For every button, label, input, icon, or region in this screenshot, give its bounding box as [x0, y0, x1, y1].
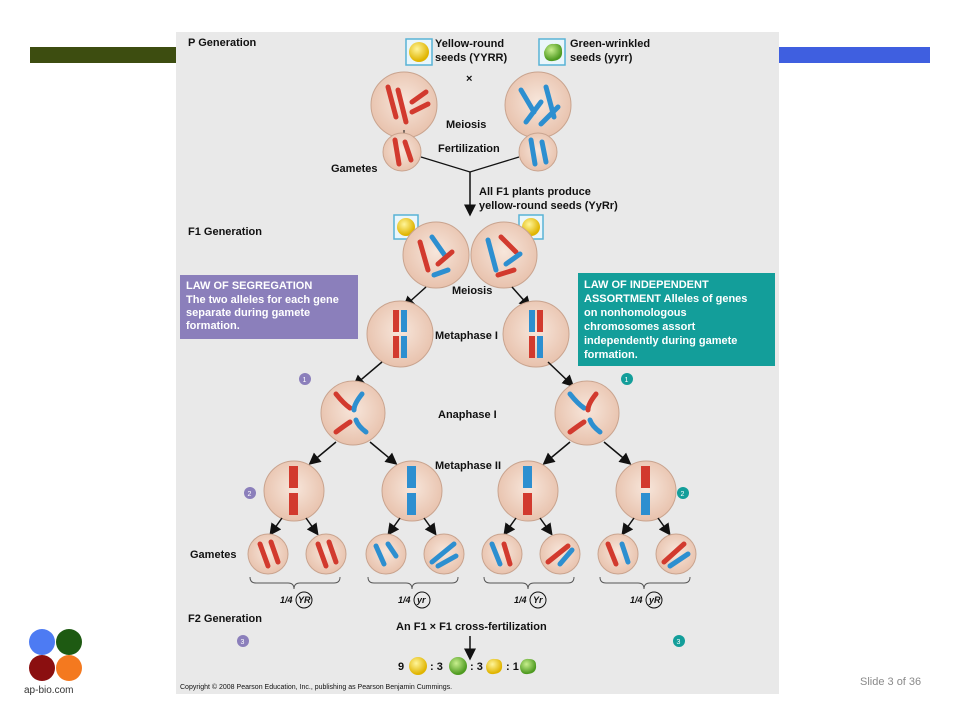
svg-text:2: 2: [248, 491, 252, 498]
independent-line-2: ASSORTMENT Alleles of genes: [584, 293, 747, 305]
independent-line-5: independently during gamete: [584, 335, 737, 347]
green-wrinkled-genotype: seeds (yyrr): [570, 52, 633, 64]
svg-text:9: 9: [398, 661, 404, 673]
metaphase1-label: Metaphase I: [435, 330, 498, 342]
svg-text:1/4: 1/4: [514, 595, 527, 605]
phenotype-ratio: 9 : 3 : 3 : 1: [398, 657, 537, 675]
f1-cell-right: [470, 221, 538, 289]
slide-counter: Slide 3 of 36: [860, 676, 922, 688]
gamete-fraction-3: 1/4 Yr: [483, 576, 575, 609]
svg-text:: 3: : 3: [430, 661, 443, 673]
step-1-right: 1: [621, 373, 633, 385]
independent-line-6: formation.: [584, 349, 638, 361]
svg-text:: 3: : 3: [470, 661, 483, 673]
step-2-right: 2: [677, 487, 689, 499]
svg-text:yr: yr: [416, 595, 426, 605]
green-round-seed-icon: [449, 657, 467, 675]
p-generation-label: P Generation: [188, 37, 257, 49]
yellow-round-seed-icon: [409, 657, 427, 675]
svg-text:3: 3: [677, 639, 681, 646]
yellow-round-genotype: seeds (YYRR): [435, 52, 507, 64]
segregation-line-2: separate during gamete: [186, 307, 310, 319]
gamete-fraction-2: 1/4 yr: [367, 576, 459, 609]
gamete-fraction-4: 1/4 yR: [599, 576, 691, 609]
parent-cell-yellow: [370, 71, 438, 139]
svg-text:1/4: 1/4: [398, 595, 411, 605]
segregation-title: LAW OF SEGREGATION: [186, 280, 312, 292]
independent-line-3: on nonhomologous: [584, 307, 687, 319]
fertilization-label: Fertilization: [438, 143, 500, 155]
gamete-fraction-1: 1/4 YR: [249, 576, 341, 609]
meiosis-label: Meiosis: [446, 119, 486, 131]
gamete-cell-yellow: [382, 132, 422, 172]
meiosis-label-2: Meiosis: [452, 285, 492, 297]
f2-generation-label: F2 Generation: [188, 613, 262, 625]
gamete-cells-row: [247, 533, 697, 575]
yellow-wrinkled-seed-icon: [486, 658, 503, 675]
cross-symbol: ×: [466, 73, 472, 85]
green-wrinkled-label: Green-wrinkled: [570, 38, 650, 50]
svg-text:1: 1: [625, 377, 629, 384]
parent-cell-green: [504, 71, 572, 139]
law-of-segregation-box: LAW OF SEGREGATION The two alleles for e…: [180, 275, 358, 339]
independent-line-4: chromosomes assort: [584, 321, 696, 333]
green-wrinkled-seed-icon: [520, 658, 537, 675]
svg-text:: 1: : 1: [506, 661, 519, 673]
svg-text:2: 2: [681, 491, 685, 498]
svg-text:Yr: Yr: [533, 595, 543, 605]
metaphase1-cell-right: [502, 300, 570, 368]
yellow-seed-icon: [409, 42, 429, 62]
f1-note-line1: All F1 plants produce: [479, 186, 591, 198]
metaphase2-cell-4: [615, 460, 677, 522]
step-3-right: 3: [673, 635, 685, 647]
metaphase2-cell-2: [381, 460, 443, 522]
independent-line-1: LAW OF INDEPENDENT: [584, 279, 709, 291]
law-of-independent-assortment-box: LAW OF INDEPENDENT ASSORTMENT Alleles of…: [578, 273, 775, 366]
segregation-line-3: formation.: [186, 320, 240, 332]
title-bar-right: [779, 47, 930, 63]
f1-generation-label: F1 Generation: [188, 226, 262, 238]
yellow-seed-icon: [397, 218, 415, 236]
segregation-line-1: The two alleles for each gene: [186, 294, 339, 306]
mendel-meiosis-figure: P Generation Yellow-round seeds (YYRR) G…: [180, 37, 775, 691]
step-1-left: 1: [299, 373, 311, 385]
copyright-text: Copyright © 2008 Pearson Education, Inc.…: [180, 683, 452, 691]
svg-text:1: 1: [303, 377, 307, 384]
gametes-label-bottom: Gametes: [190, 549, 236, 561]
step-2-left: 2: [244, 487, 256, 499]
svg-text:1/4: 1/4: [630, 595, 643, 605]
ap-bio-logo: [29, 629, 82, 681]
f2-cross-label: An F1 × F1 cross-fertilization: [396, 621, 547, 633]
yellow-round-label: Yellow-round: [435, 38, 504, 50]
step-3-left: 3: [237, 635, 249, 647]
site-name: ap-bio.com: [24, 685, 74, 696]
anaphase1-label: Anaphase I: [438, 409, 497, 421]
gamete-cell-green: [518, 132, 558, 172]
metaphase2-cell-1: [263, 460, 325, 522]
anaphase1-cell-right: [554, 380, 620, 446]
title-bar-left: [30, 47, 176, 63]
gametes-label-top: Gametes: [331, 163, 377, 175]
metaphase2-cell-3: [497, 460, 559, 522]
f1-cell-left: [402, 221, 470, 289]
f1-note-line2: yellow-round seeds (YyRr): [479, 200, 618, 212]
svg-text:YR: YR: [298, 595, 311, 605]
svg-text:1/4: 1/4: [280, 595, 293, 605]
wrinkled-seed-icon: [544, 43, 563, 62]
svg-text:yR: yR: [648, 595, 661, 605]
svg-text:3: 3: [241, 639, 245, 646]
metaphase2-label: Metaphase II: [435, 460, 501, 472]
anaphase1-cell-left: [320, 380, 386, 446]
metaphase1-cell-left: [366, 300, 434, 368]
